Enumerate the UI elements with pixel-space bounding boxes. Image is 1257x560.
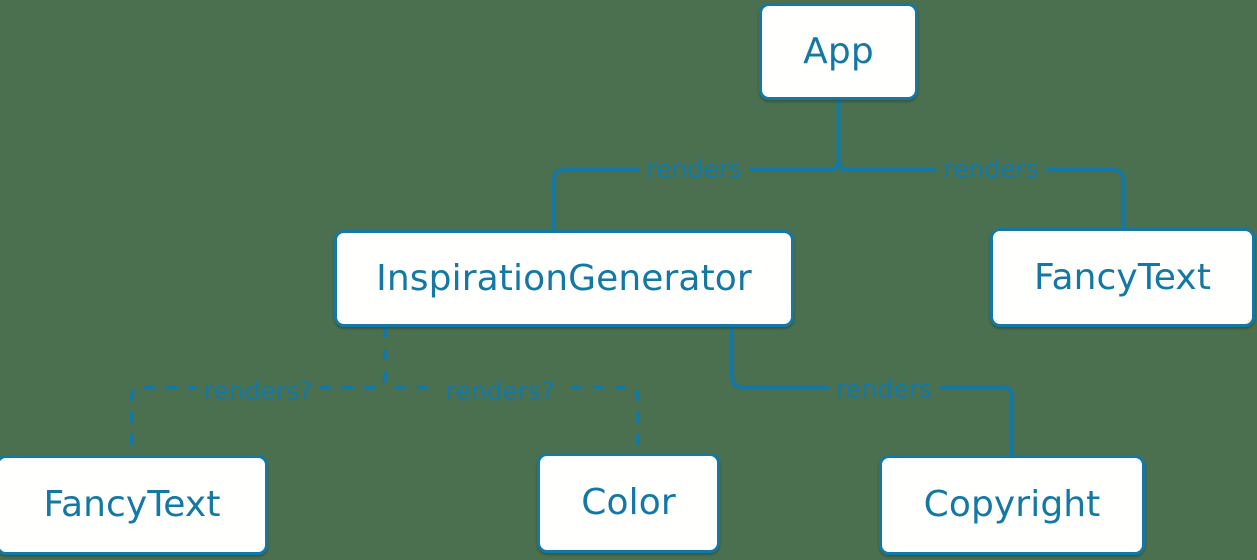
node-label-app: App — [803, 30, 874, 72]
node-fancytext-bottom[interactable]: FancyText — [0, 455, 268, 555]
node-label-color: Color — [581, 482, 676, 523]
node-fancytext-top[interactable]: FancyText — [990, 228, 1255, 327]
edge-label-inspiration-generator-to-copyright: renders — [829, 376, 939, 402]
node-app[interactable]: App — [759, 3, 918, 100]
edge-label-inspiration-generator-to-fancytext-bottom: renders? — [196, 378, 320, 404]
edge-label-app-to-fancytext-top: renders — [936, 156, 1046, 182]
node-inspiration-generator[interactable]: InspirationGenerator — [334, 230, 794, 327]
node-label-fancytext-bottom: FancyText — [43, 484, 221, 525]
node-copyright[interactable]: Copyright — [879, 455, 1145, 555]
node-label-copyright: Copyright — [923, 484, 1101, 525]
node-label-fancytext-top: FancyText — [1033, 256, 1212, 298]
edge-label-inspiration-generator-to-color: renders? — [438, 378, 562, 404]
node-label-inspiration-generator: InspirationGenerator — [376, 257, 752, 299]
node-color[interactable]: Color — [537, 453, 720, 553]
edge-label-app-to-inspiration-generator: renders — [639, 156, 749, 182]
